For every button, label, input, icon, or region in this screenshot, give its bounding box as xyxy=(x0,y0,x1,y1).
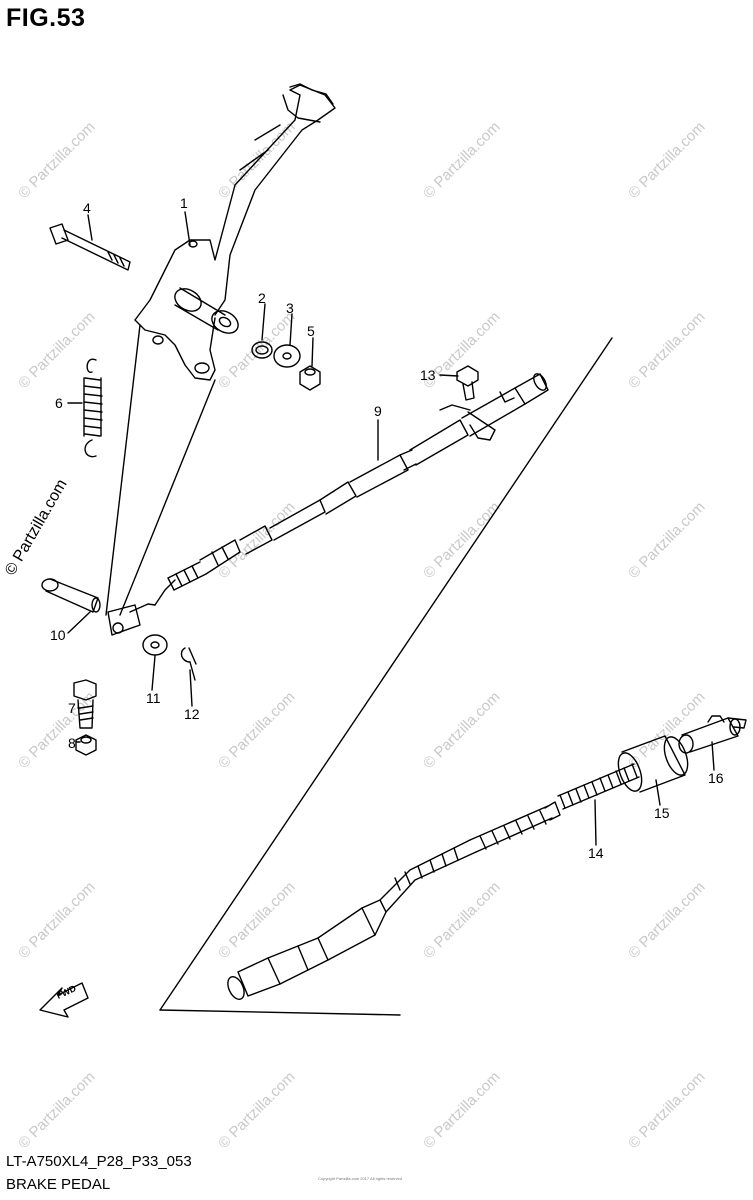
callout-8: 8 xyxy=(68,735,76,751)
bolt-icon xyxy=(456,365,479,401)
callout-6: 6 xyxy=(55,395,63,411)
bolt-icon xyxy=(49,223,131,271)
section-name: BRAKE PEDAL xyxy=(6,1176,111,1193)
spring-icon xyxy=(83,358,103,458)
callout-5: 5 xyxy=(307,323,315,339)
reference-lines xyxy=(105,324,613,1016)
figure-title: FIG.53 xyxy=(6,4,86,32)
model-code: LT-A750XL4_P28_P33_053 xyxy=(6,1153,192,1170)
cotter-pin-icon xyxy=(180,647,197,681)
callout-11: 11 xyxy=(146,690,161,706)
washer-icon xyxy=(142,634,168,656)
callout-4: 4 xyxy=(83,200,91,216)
callout-7: 7 xyxy=(68,700,76,716)
nut-icon xyxy=(75,734,97,756)
callout-14: 14 xyxy=(588,845,604,861)
pin-icon xyxy=(41,578,101,613)
joint-icon xyxy=(617,735,689,793)
spring-icon xyxy=(557,763,640,810)
brake-cable-icon xyxy=(227,801,561,1000)
o-ring-icon xyxy=(251,341,273,359)
nut-icon xyxy=(299,365,321,391)
callout-2: 2 xyxy=(258,290,266,306)
callout-9: 9 xyxy=(374,403,382,419)
brake-cable-icon xyxy=(107,373,549,636)
bolt-icon xyxy=(73,679,97,729)
fwd-arrow-icon xyxy=(39,982,89,1018)
callout-1: 1 xyxy=(180,195,188,211)
callout-12: 12 xyxy=(184,706,200,722)
callout-16: 16 xyxy=(708,770,724,786)
callout-13: 13 xyxy=(420,367,436,383)
callout-10: 10 xyxy=(50,627,66,643)
callout-3: 3 xyxy=(286,300,294,316)
brake-pedal-icon xyxy=(134,83,336,381)
copyright-note: Copyright Partzilla.com 2017 All rights … xyxy=(318,1176,403,1181)
washer-icon xyxy=(273,344,301,368)
callout-15: 15 xyxy=(654,805,670,821)
joint-icon xyxy=(678,715,747,754)
